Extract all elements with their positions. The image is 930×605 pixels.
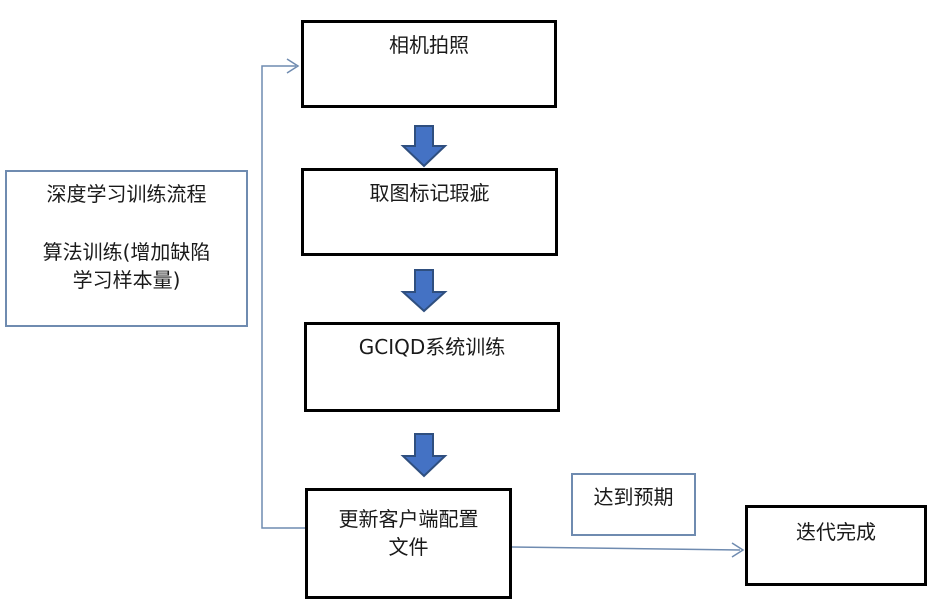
down-arrow-2 [400,269,448,313]
step-mark-defects-label: 取图标记瑕疵 [369,181,490,205]
loop-back-connector [261,65,305,529]
note-line-2: 学习样本量) [72,268,181,292]
down-arrow-1 [400,125,448,168]
note-line-1: 算法训练(增加缺陷 [42,240,211,264]
done-connector [511,546,741,551]
training-flow-note: 深度学习训练流程 算法训练(增加缺陷 学习样本量) [5,170,248,327]
step-iteration-done: 迭代完成 [745,505,927,586]
down-arrow-3 [400,433,448,478]
step-system-training-label: GCIQD系统训练 [358,335,506,359]
loop-back-arrowhead [286,58,300,74]
step-system-training: GCIQD系统训练 [304,322,560,412]
step-mark-defects: 取图标记瑕疵 [301,168,558,256]
done-arrowhead [731,542,745,558]
note-spacer [7,208,246,238]
condition-label-box: 达到预期 [571,473,696,536]
note-title: 深度学习训练流程 [46,182,207,206]
step-update-config: 更新客户端配置 文件 [305,488,512,599]
step-camera-capture-label: 相机拍照 [389,33,469,57]
step-camera-capture: 相机拍照 [301,20,557,108]
step-update-config-line-1: 更新客户端配置 [338,507,479,531]
step-iteration-done-label: 迭代完成 [796,520,876,544]
step-update-config-line-2: 文件 [388,535,429,559]
condition-label: 达到预期 [593,485,674,509]
